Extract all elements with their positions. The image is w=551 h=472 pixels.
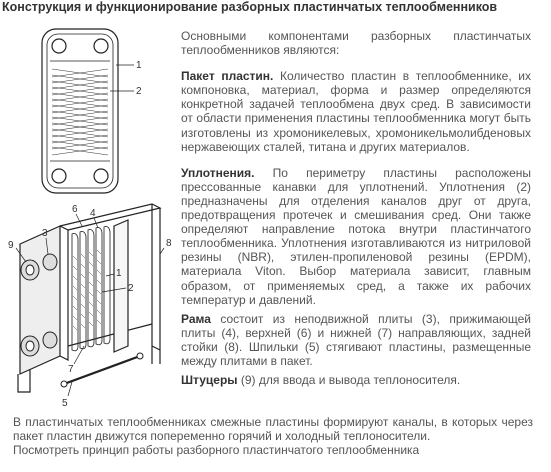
figure-label: 9 (8, 240, 14, 251)
section-text: (9) для ввода и вывода теплоносителя. (237, 373, 461, 388)
section-plate-pack: Пакет пластин. Количество пластин в тепл… (181, 69, 531, 154)
section-text: По периметру пластины расположены прессо… (181, 165, 531, 307)
plate-diagram: 1 2 (41, 28, 142, 194)
figure-label: 7 (68, 364, 74, 375)
figure-label: 5 (62, 398, 68, 409)
figure-label: 8 (166, 238, 172, 249)
figure-label: 2 (136, 86, 142, 97)
figure-label: 3 (42, 228, 48, 239)
operation-principle-link[interactable]: Посмотреть принцип работы разборного пла… (13, 443, 420, 458)
intro-paragraph: Основными компонентами разборных пластин… (181, 29, 531, 58)
section-term: Рама (181, 311, 211, 326)
heat-exchanger-diagram: 9 3 6 4 1 2 8 7 5 (8, 203, 172, 409)
section-frame: Рама состоит из неподвижной плиты (3), п… (181, 312, 531, 368)
section-nozzles: Штуцеры (9) для ввода и вывода теплоноси… (181, 373, 531, 387)
section-text: Количество пластин в теплообменнике, их … (181, 69, 531, 154)
components-description: Основными компонентами разборных пластин… (181, 29, 531, 399)
figure-label: 6 (72, 204, 78, 215)
figure-label: 1 (116, 268, 122, 279)
figure-label: 4 (90, 208, 96, 219)
section-gaskets: Уплотнения. По периметру пластины распол… (181, 166, 531, 307)
section-term: Уплотнения. (181, 165, 255, 180)
bottom-text: В пластинчатых теплообменниках смежные п… (13, 415, 533, 458)
bottom-paragraph: В пластинчатых теплообменниках смежные п… (13, 415, 533, 444)
section-text: состоит из неподвижной плиты (3), прижим… (181, 311, 531, 368)
figure-label: 1 (136, 60, 142, 71)
figure-label: 2 (128, 283, 134, 294)
section-term: Штуцеры (181, 373, 238, 388)
section-term: Пакет пластин. (181, 69, 274, 84)
page-title: Конструкция и функционирование разборных… (2, 0, 498, 14)
